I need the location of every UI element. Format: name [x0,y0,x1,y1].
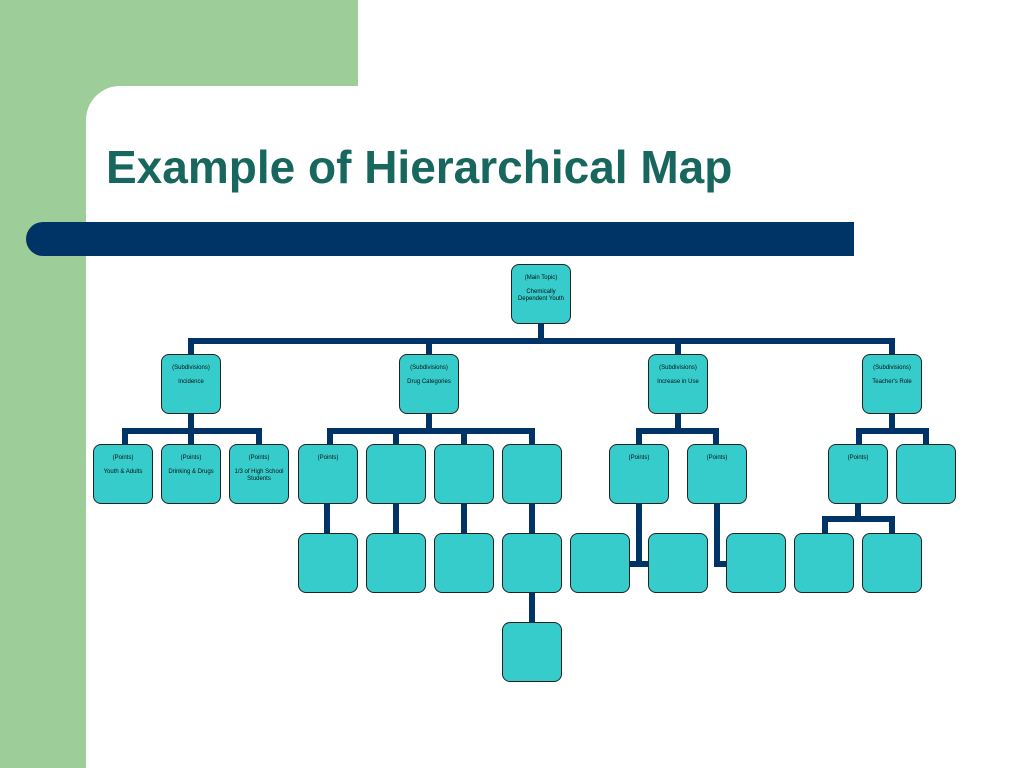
connector-drug-level2 [324,503,535,622]
node-label: (Points) [248,455,270,461]
connector-teachers-level2 [822,503,895,533]
node-label: (Points) [628,455,650,461]
node-detail-empty [648,533,708,593]
node-text: Youth & Adults [103,469,143,475]
node-subdivision-teachers-role: (Subdivisions) Teacher's Role [862,354,922,414]
node-point: (Points) Youth & Adults [93,444,153,504]
node-label: (Main Topic) [524,275,558,281]
node-point: (Points) [609,444,669,504]
node-point-empty [434,444,494,504]
connector-drug-categories [327,414,535,444]
node-detail-empty [794,533,854,593]
slide-title: Example of Hierarchical Map [106,141,733,193]
node-text: 1/3 of High School Students [234,469,284,482]
node-point-empty [366,444,426,504]
node-point-empty [896,444,956,504]
node-text: Teacher's Role [872,379,912,385]
node-detail-empty [298,533,358,593]
node-detail-empty [434,533,494,593]
node-label: (Points) [847,455,869,461]
connector-teachers-role [856,414,929,444]
node-point: (Points) [828,444,888,504]
node-text: Drug Categories [407,379,451,385]
node-detail-empty [502,622,562,682]
node-point: (Points) Drinking & Drugs [161,444,221,504]
node-label: (Points) [180,455,202,461]
node-text: Drinking & Drugs [168,469,214,475]
node-label: (Subdivisions) [659,365,697,371]
node-subdivision-drug-categories: (Subdivisions) Drug Categories [399,354,459,414]
node-detail-empty [366,533,426,593]
node-detail-empty [570,533,630,593]
node-main-topic: (Main Topic) Chemically Dependent Youth [511,264,571,324]
node-point: (Points) 1/3 of High School Students [229,444,289,504]
node-label: (Subdivisions) [873,365,911,371]
connector-root [188,324,895,354]
node-label: (Subdivisions) [410,365,448,371]
node-label: (Points) [317,455,339,461]
node-text: Chemically Dependent Youth [517,289,565,302]
node-point: (Points) [298,444,358,504]
node-label: (Subdivisions) [172,365,210,371]
connector-increase [636,414,719,444]
node-detail-empty [502,533,562,593]
connector-incidence [122,414,262,444]
node-detail-empty [862,533,922,593]
connector-increase-level2 [630,503,728,567]
node-subdivision-increase-in-use: (Subdivisions) Increase in Use [648,354,708,414]
node-point: (Points) [687,444,747,504]
node-label: (Points) [706,455,728,461]
node-point-empty [502,444,562,504]
node-text: Increase in Use [657,379,699,385]
node-text: Incidence [178,379,204,385]
node-detail-empty [726,533,786,593]
node-label: (Points) [112,455,134,461]
title-underline-bar [26,222,854,256]
node-subdivision-incidence: (Subdivisions) Incidence [161,354,221,414]
